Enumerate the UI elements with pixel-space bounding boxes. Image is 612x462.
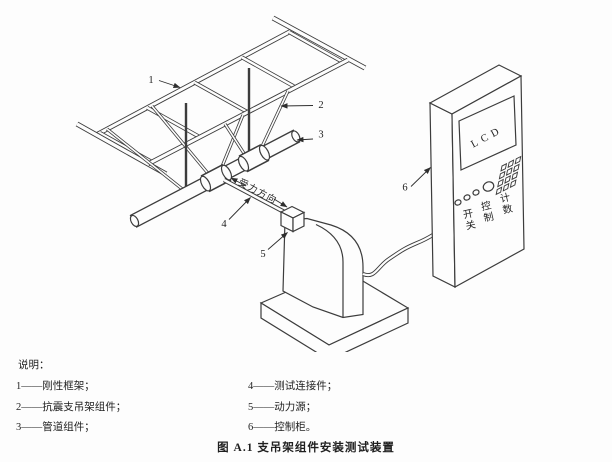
lcd-screen	[458, 95, 517, 171]
svg-text:3: 3	[318, 130, 323, 141]
test-connector-rod	[222, 177, 292, 218]
figure-caption: 图 A.1 支吊架组件安装测试装置	[217, 442, 395, 454]
legend-item-2: 2——抗震支吊架组件；	[16, 402, 127, 413]
cabinet-left-face	[429, 102, 456, 288]
power-source	[279, 205, 364, 319]
callout-3: 3	[296, 130, 324, 143]
callouts: 1 2 3 4 5 6	[148, 75, 431, 260]
svg-text:4: 4	[221, 219, 227, 230]
power-cable	[362, 230, 439, 278]
main-knob	[482, 181, 495, 192]
callout-4: 4	[221, 197, 251, 230]
svg-text:1: 1	[148, 75, 153, 86]
control-cabinet: LCD	[428, 64, 525, 289]
pipe-assembly	[129, 129, 301, 228]
legend-item-6: 6——控制柜。	[248, 422, 317, 433]
keypad	[495, 155, 522, 196]
seismic-brace-set	[106, 68, 290, 194]
callout-2: 2	[280, 100, 324, 111]
control-buttons	[454, 181, 495, 206]
callout-1: 1	[148, 75, 181, 89]
legend-item-3: 3——管道组件；	[16, 422, 95, 433]
connector-block	[279, 205, 306, 233]
svg-text:6: 6	[402, 183, 407, 194]
legend-item-5: 5——动力源；	[248, 402, 317, 413]
rigid-frame	[75, 15, 367, 177]
svg-text:5: 5	[260, 249, 265, 260]
callout-5: 5	[260, 232, 288, 260]
callout-6: 6	[402, 167, 431, 194]
svg-text:2: 2	[318, 100, 323, 111]
legend-item-4: 4——测试连接件；	[248, 381, 338, 392]
force-direction-annotation: 受力方向	[230, 176, 288, 208]
pipe-end-cap	[129, 214, 140, 227]
test-apparatus-diagram: LCD	[75, 15, 525, 352]
legend-item-1: 1——刚性框架；	[16, 381, 95, 392]
legend-heading: 说明：	[18, 360, 50, 371]
